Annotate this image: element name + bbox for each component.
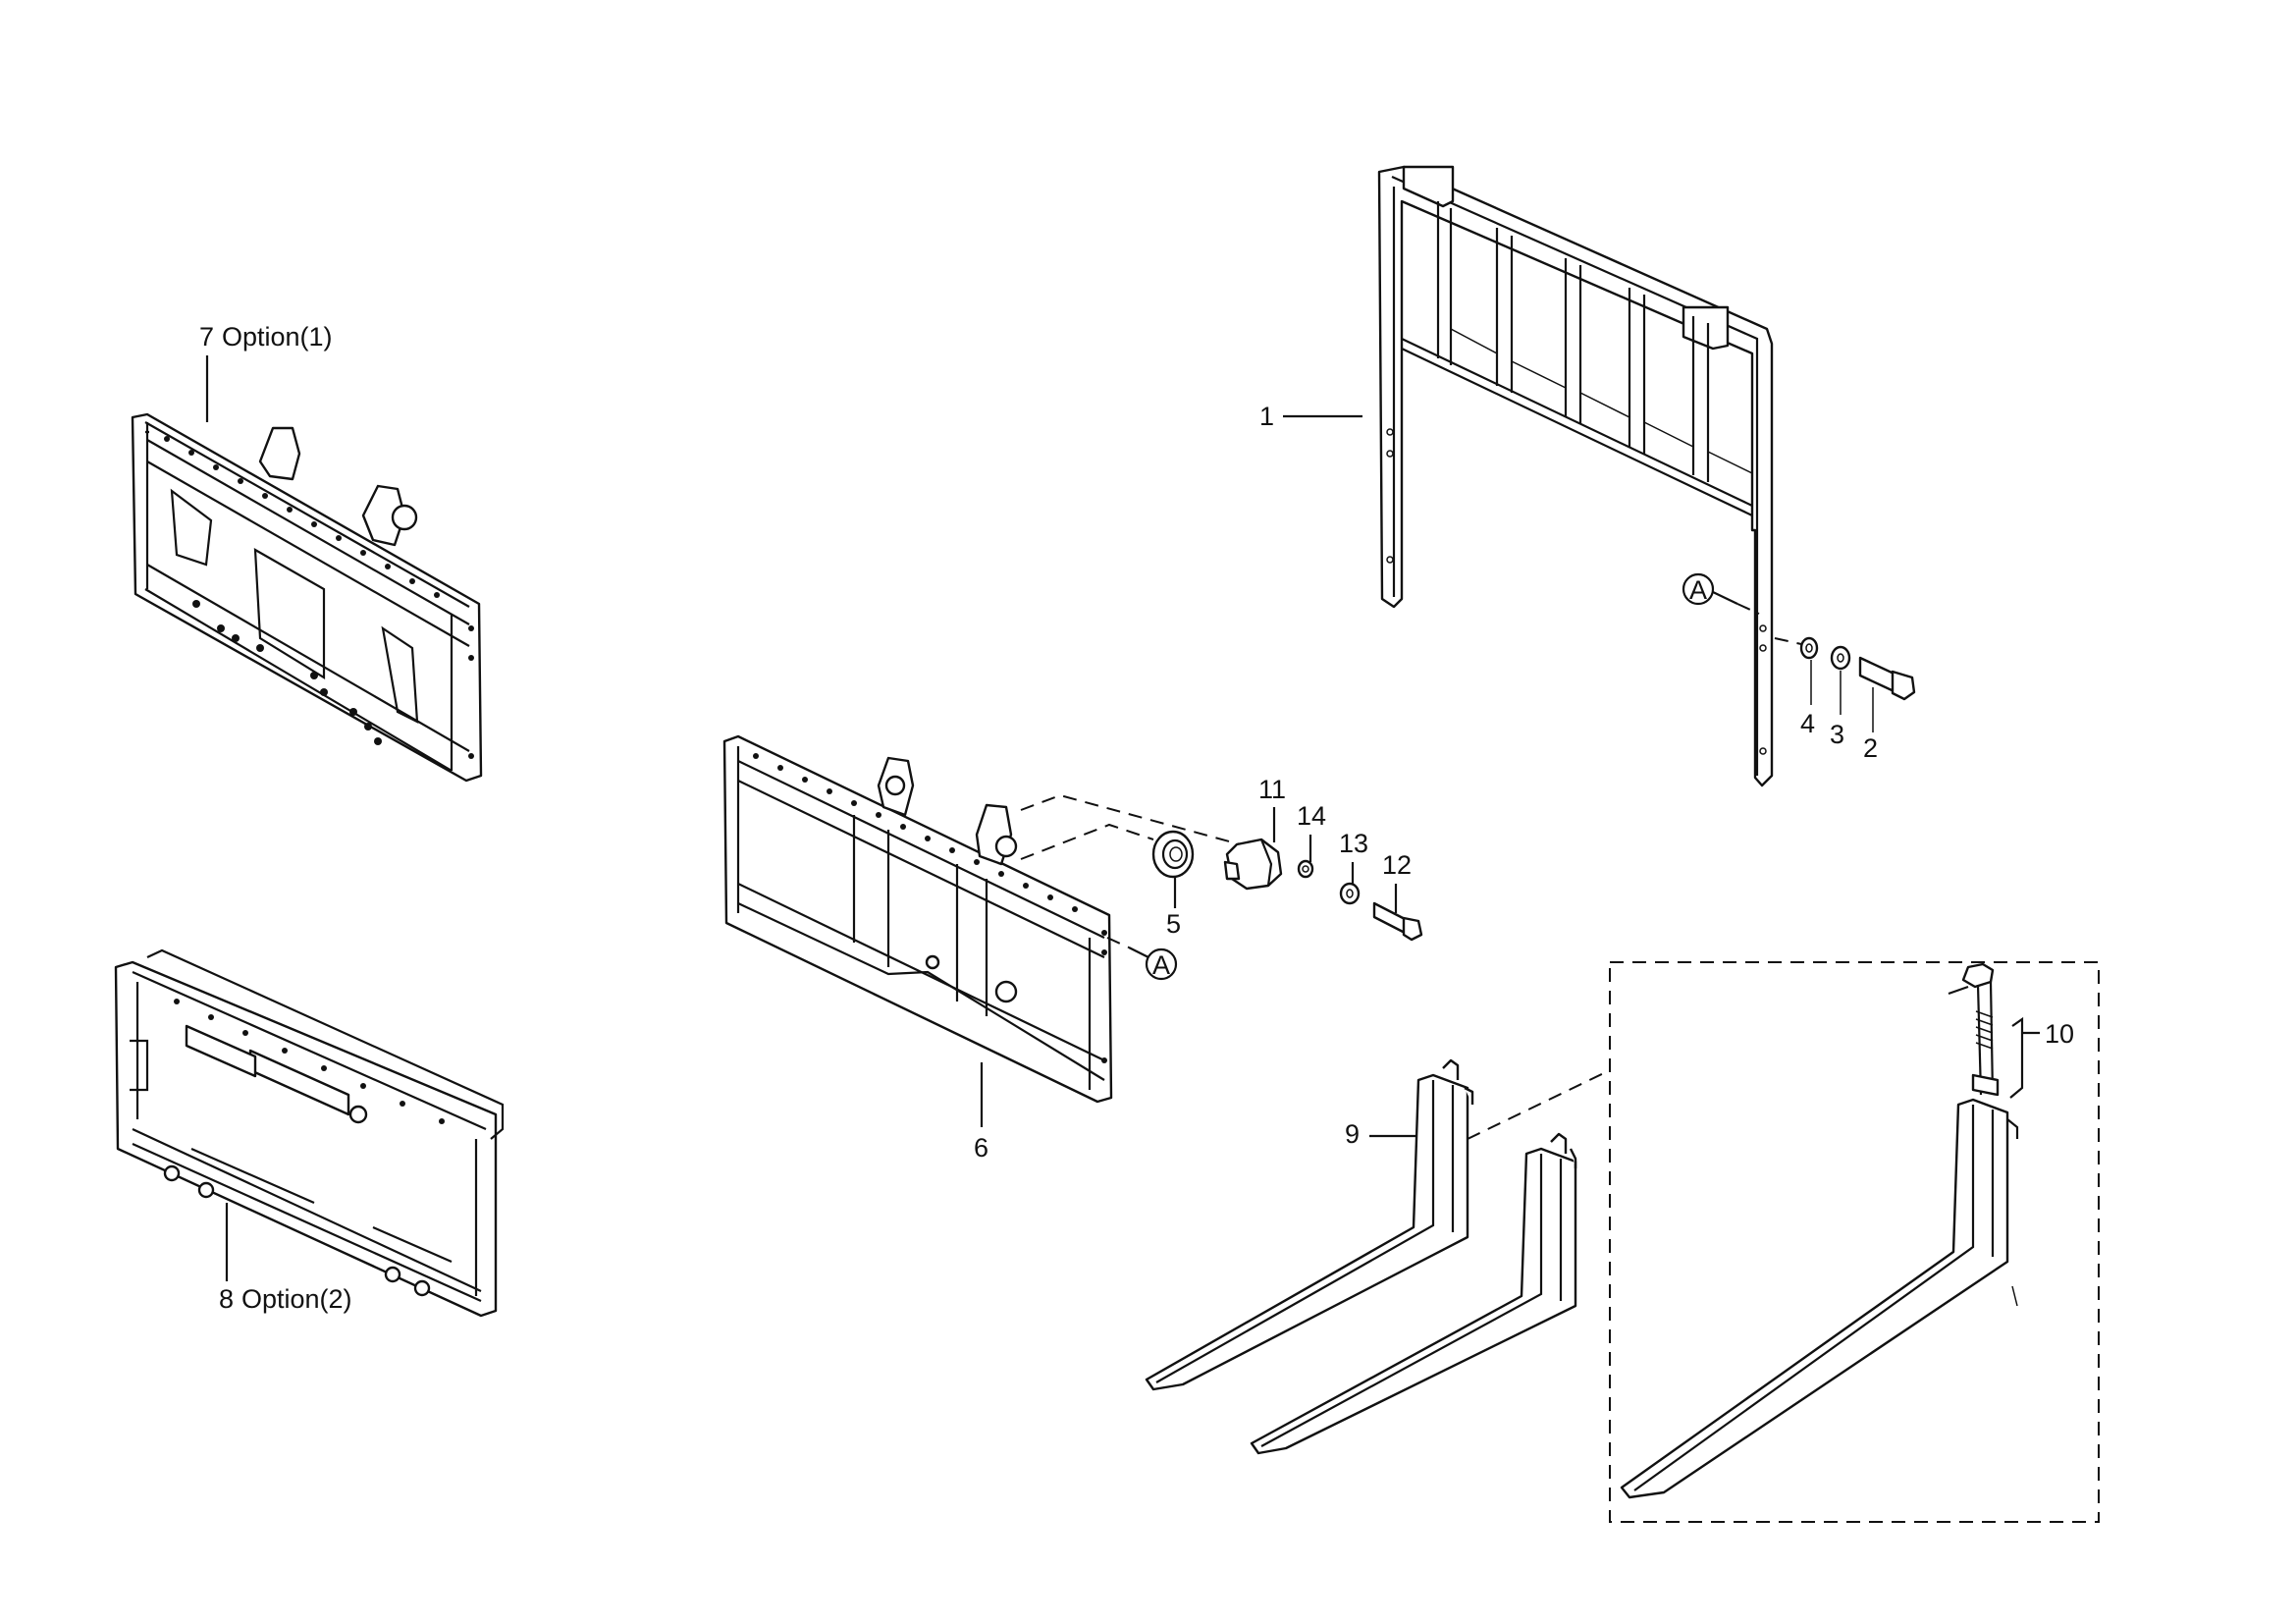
fork-9-middle — [1250, 1132, 1577, 1455]
reference-a-backrest: A — [1682, 572, 1760, 615]
fork-9-right-boxed — [1620, 1098, 2019, 1499]
callout-9: 9 — [1345, 1119, 1360, 1149]
callout-13: 13 — [1339, 829, 1368, 858]
washer-13 — [1339, 882, 1361, 905]
locking-pin-10 — [1948, 962, 2000, 1097]
callout-6: 6 — [974, 1133, 988, 1163]
callout-2: 2 — [1863, 733, 1878, 763]
load-backrest — [1377, 165, 1774, 787]
bearing-5 — [1151, 830, 1195, 879]
callout-14: 14 — [1297, 801, 1326, 831]
callout-10: 10 — [2045, 1019, 2074, 1049]
washer-4 — [1799, 636, 1819, 660]
reference-a-carriage: A — [1106, 937, 1178, 981]
fork-carriage-option-2 — [114, 948, 505, 1318]
nut-14 — [1297, 859, 1314, 879]
callout-3: 3 — [1830, 720, 1844, 749]
callout-8: 8 — [219, 1284, 234, 1314]
callout-1: 1 — [1259, 402, 1274, 431]
bolt-12 — [1372, 901, 1423, 942]
callout-12: 12 — [1382, 850, 1412, 880]
callout-7: 7 — [199, 322, 214, 352]
ref-a-label-2: A — [1152, 950, 1170, 980]
callout-11: 11 — [1258, 775, 1286, 804]
optional-assembly-box — [1609, 961, 2100, 1523]
washer-3 — [1830, 645, 1851, 671]
fork-carriage-option-1 — [131, 412, 483, 783]
fork-9-left — [1145, 1058, 1474, 1391]
callout-8-option: Option(2) — [241, 1284, 352, 1314]
roller-11 — [1223, 838, 1283, 891]
callout-4: 4 — [1800, 709, 1815, 738]
callout-7-option: Option(1) — [222, 322, 333, 352]
callout-5: 5 — [1166, 909, 1181, 939]
ref-a-label-1: A — [1689, 575, 1707, 605]
bolt-2 — [1858, 656, 1916, 701]
fork-carriage-6 — [722, 734, 1113, 1104]
